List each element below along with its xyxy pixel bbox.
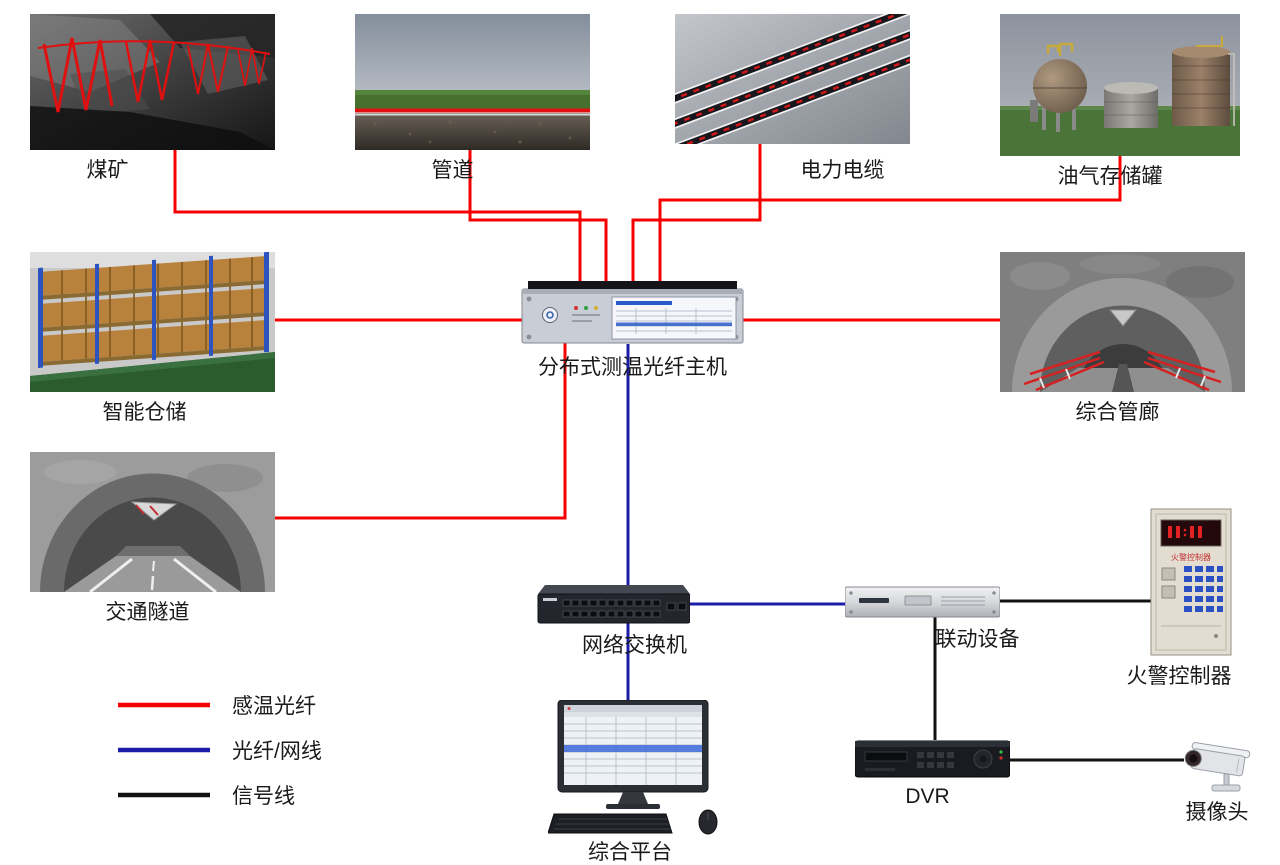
node-linkage-device: 联动设备 [844,585,1020,653]
network-cable-swatch [118,747,210,752]
camera-label: 摄像头 [1185,801,1249,824]
network-switch-device [535,585,691,627]
signal-line-swatch [118,792,210,797]
linkage-device-hardware [844,585,1001,619]
edge-powercable-host [631,143,762,286]
edge-pipeline-host [468,150,608,286]
node-camera: 摄像头 [1178,740,1256,826]
node-coal-mine: 煤矿 [30,14,275,184]
coal-mine-label: 煤矿 [86,159,129,182]
node-fire-alarm-controller: 火警控制器 火警控制器 [1127,508,1232,690]
smart-warehouse-label: 智能仓储 [102,401,187,424]
node-power-cable: 电力电缆 [653,0,938,184]
cctv-camera [1178,740,1256,798]
network-cable-lines [626,344,847,704]
sensing-fiber-swatch [118,702,210,707]
dvr-label: DVR [905,785,950,808]
node-traffic-tunnel: 交通隧道 [30,452,275,626]
edge-coalmine-host [173,150,582,286]
utility-tunnel-illustration [1000,252,1245,392]
legend-item-sensing-fiber: 感温光纤 [118,682,322,727]
linkage-device-label: 联动设备 [935,628,1020,651]
power-cable-label: 电力电缆 [800,159,885,182]
oil-gas-tank-label: 油气存储罐 [1057,165,1163,188]
dts-host-label: 分布式测温光纤主机 [538,356,727,379]
fire-alarm-controller-cabinet: 火警控制器 [1150,508,1232,656]
traffic-tunnel-label: 交通隧道 [105,601,190,624]
fire-alarm-controller-label: 火警控制器 [1126,665,1232,688]
pipeline-illustration [355,14,590,150]
edge-traffictunnel-host [273,342,567,520]
pipeline-label: 管道 [431,159,474,182]
node-oil-gas-tank: 油气存储罐 [1000,14,1240,190]
node-dts-host: 分布式测温光纤主机 [520,281,745,381]
utility-tunnel-label: 综合管廊 [1075,401,1160,424]
node-utility-tunnel: 综合管廊 [1000,252,1245,426]
smart-warehouse-illustration [30,251,275,392]
platform-workstation [547,699,728,838]
edge-tank-host [658,155,1122,286]
node-smart-warehouse: 智能仓储 [30,251,275,426]
platform-label: 综合平台 [588,841,672,864]
network-cable-label: 光纤/网线 [232,739,322,763]
node-platform: 综合平台 [547,699,728,865]
sensing-fiber-lines [173,143,1122,520]
legend: 感温光纤 光纤/网线 信号线 [118,682,322,817]
node-pipeline: 管道 [355,14,590,184]
network-switch-label: 网络交换机 [582,634,687,657]
fire-panel-text: 火警控制器 [1171,552,1211,562]
sensing-fiber-label: 感温光纤 [232,694,316,718]
dts-host-device [520,281,745,345]
legend-item-signal-line: 信号线 [118,772,322,817]
signal-lines [933,599,1184,762]
legend-item-network-cable: 光纤/网线 [118,727,322,772]
dvr-device [854,738,1011,780]
oil-gas-tank-illustration [1000,14,1240,156]
power-cable-illustration [653,0,938,159]
coal-mine-illustration [30,14,275,150]
signal-line-label: 信号线 [232,784,295,808]
node-dvr: DVR [854,738,1011,810]
node-network-switch: 网络交换机 [535,585,691,659]
traffic-tunnel-illustration [30,452,275,594]
